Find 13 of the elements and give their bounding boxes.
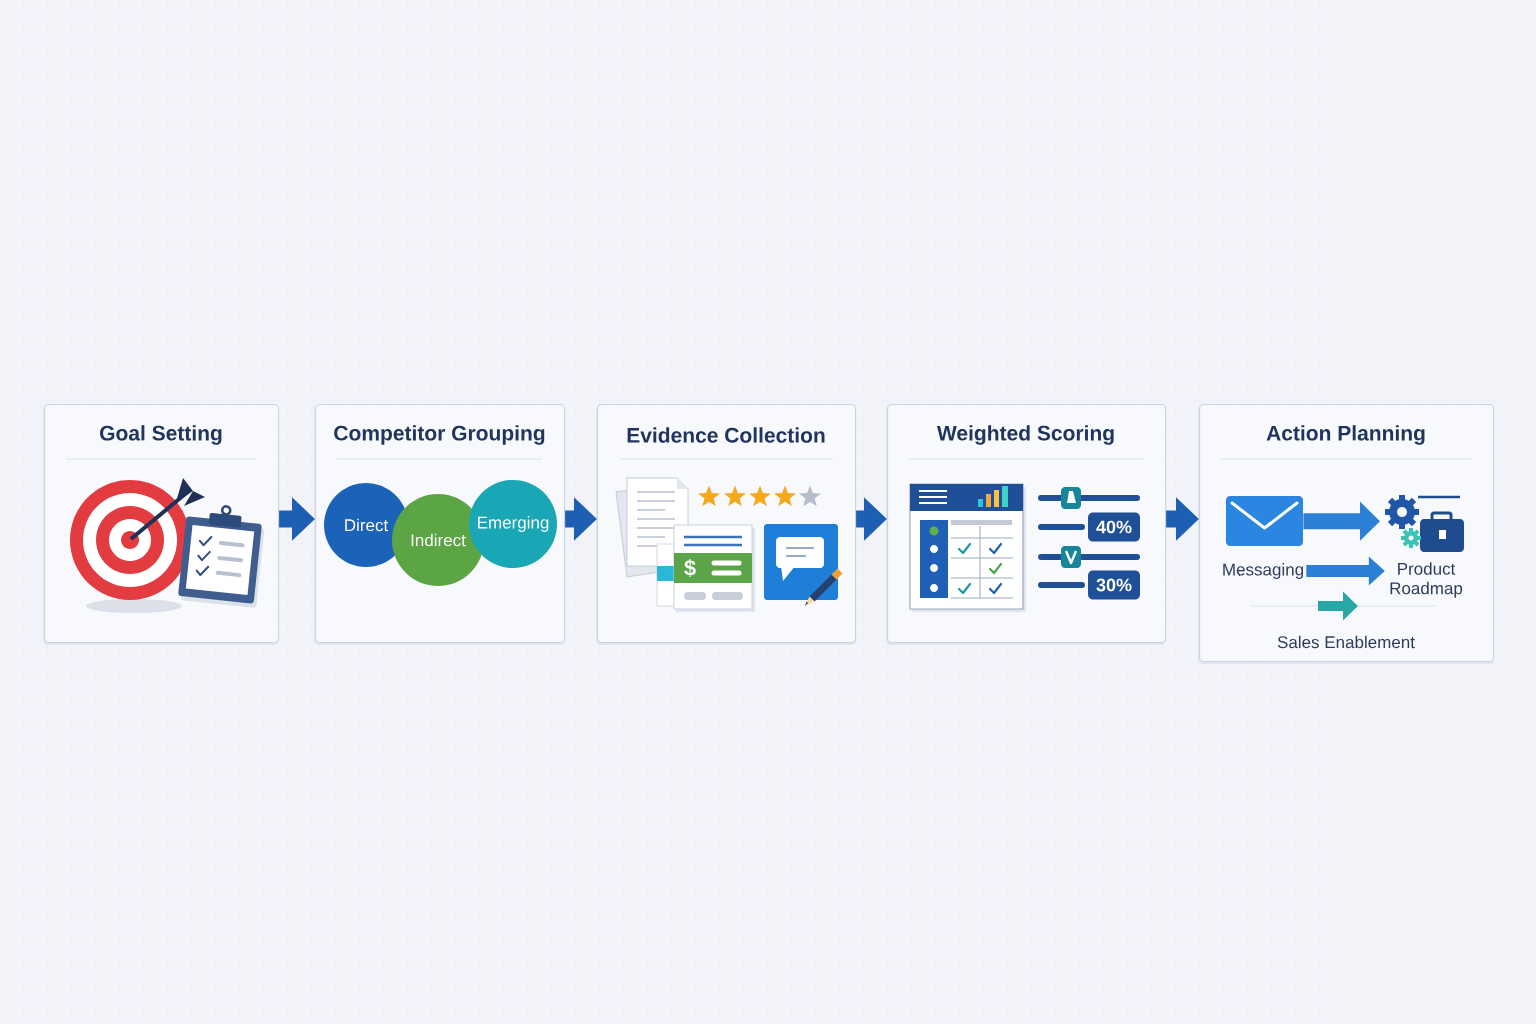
item-label: Sales Enablement bbox=[1277, 635, 1415, 649]
item-label: Product Roadmap bbox=[1390, 562, 1463, 598]
item-label: Messaging bbox=[1223, 563, 1303, 579]
card-heading: Evidence Collection bbox=[627, 427, 825, 443]
card-heading: Action Planning bbox=[1266, 425, 1425, 445]
percent-badge: 30% bbox=[1088, 570, 1140, 600]
percent-badge: 40% bbox=[1088, 512, 1140, 542]
card-heading: Goal Setting bbox=[100, 425, 222, 445]
card-heading: Competitor Grouping bbox=[334, 425, 545, 445]
card-heading: Weighted Scoring bbox=[936, 425, 1114, 445]
envelope-icon bbox=[1226, 496, 1303, 546]
dollar-sign: $ bbox=[684, 559, 696, 577]
gear-briefcase-icon bbox=[1382, 492, 1464, 552]
